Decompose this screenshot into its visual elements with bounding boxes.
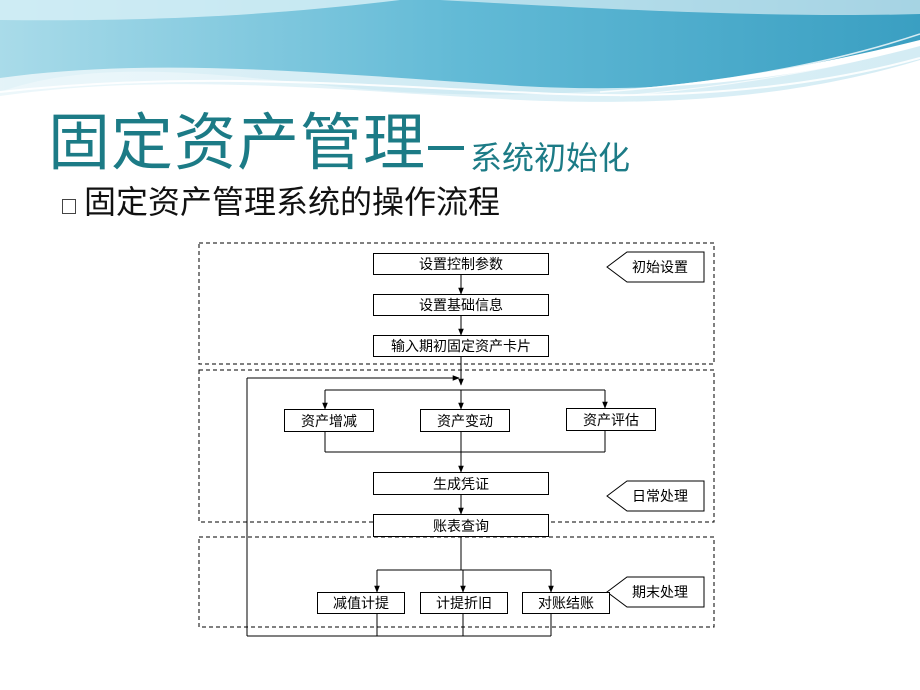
step-asset-change: 资产变动 [420,409,510,432]
phase-frame-init [198,242,715,365]
phase-tag-daily-shape [606,480,705,512]
step-report-query: 账表查询 [373,514,549,537]
step-input-opening-cards: 输入期初固定资产卡片 [373,335,549,357]
phase-tag-period-end: 期末处理 [632,585,688,601]
step-generate-voucher: 生成凭证 [373,472,549,495]
phase-tag-daily: 日常处理 [632,489,688,505]
step-depreciation: 计提折旧 [420,592,508,614]
step-set-control-params: 设置控制参数 [373,253,549,275]
phase-tag-init-shape [606,251,705,283]
title-dash [428,146,464,150]
step-reconcile-close: 对账结账 [522,592,610,614]
step-set-basic-info: 设置基础信息 [373,294,549,316]
phase-tag-end-shape [606,576,705,608]
slide-subtitle-suffix: 系统初始化 [470,139,631,177]
step-asset-increase-decrease: 资产增减 [284,409,374,432]
step-asset-valuation: 资产评估 [566,408,656,431]
bullet-text: 固定资产管理系统的操作流程 [84,183,501,221]
phase-frame-period-end [198,536,715,628]
step-impairment-provision: 减值计提 [317,592,405,614]
wave-banner [0,0,920,102]
bullet-square-icon [62,199,76,214]
phase-tag-init: 初始设置 [632,260,688,276]
slide-title: 固定资产管理 [48,106,427,179]
